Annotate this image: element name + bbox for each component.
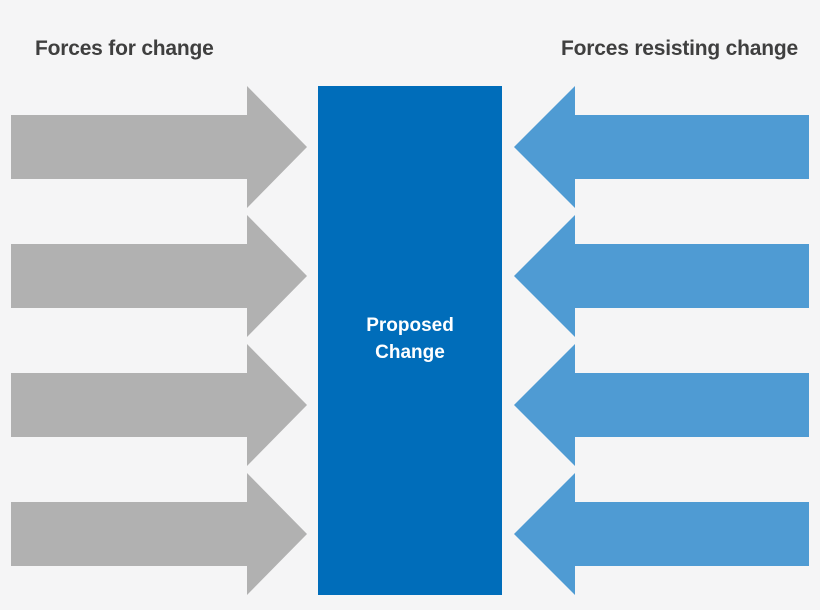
forces-against-arrows: [514, 86, 809, 595]
force-against-arrow: [514, 473, 809, 595]
force-against-arrow: [514, 215, 809, 337]
force-for-arrow: [11, 344, 307, 466]
force-for-arrow: [11, 86, 307, 208]
proposed-change-line1: Proposed: [366, 315, 454, 336]
force-for-arrow: [11, 473, 307, 595]
forces-for-arrows: [11, 86, 307, 595]
proposed-change-box: [318, 86, 502, 595]
proposed-change-label: Proposed Change: [318, 312, 502, 366]
forces-resisting-heading: Forces resisting change: [561, 37, 798, 60]
force-against-arrow: [514, 86, 809, 208]
proposed-change-line2: Change: [375, 342, 445, 363]
force-for-arrow: [11, 215, 307, 337]
forces-for-heading: Forces for change: [35, 37, 214, 60]
force-against-arrow: [514, 344, 809, 466]
